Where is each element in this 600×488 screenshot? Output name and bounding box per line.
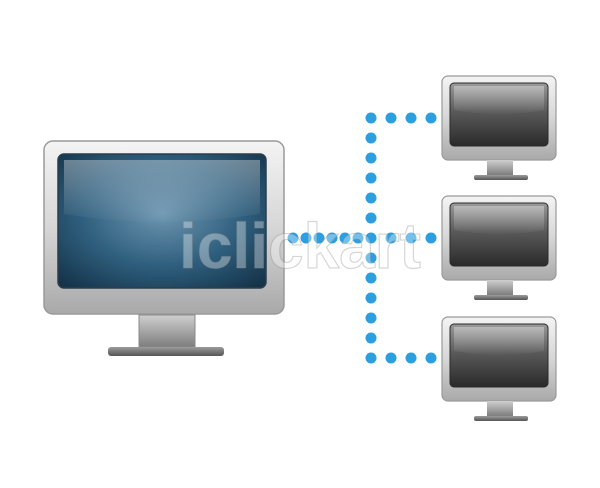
- client-monitor-2-base: [474, 295, 528, 300]
- connector-dot-17: [365, 332, 377, 344]
- connector-dot-19: [385, 112, 397, 124]
- connector-dot-25: [385, 352, 397, 364]
- connector-dot-21: [425, 112, 437, 124]
- connector-dot-4: [339, 232, 351, 244]
- connector-dot-22: [385, 232, 397, 244]
- connector-dot-1: [300, 232, 312, 244]
- client-monitor-3-neck: [487, 401, 513, 416]
- connector-dot-7: [365, 112, 377, 124]
- client-monitor-1: [441, 75, 557, 180]
- connector-lines: [287, 112, 437, 364]
- connector-dot-24: [425, 232, 437, 244]
- main-monitor-gloss: [64, 160, 260, 222]
- connector-dot-20: [405, 112, 417, 124]
- connector-dot-15: [365, 292, 377, 304]
- connector-dot-11: [365, 192, 377, 204]
- connector-dot-27: [425, 352, 437, 364]
- client-monitor-3: [441, 316, 557, 421]
- connector-dot-13: [365, 252, 377, 264]
- connector-dot-23: [405, 232, 417, 244]
- main-monitor-neck: [138, 314, 196, 348]
- main-monitor-base: [108, 347, 224, 356]
- connector-dot-18: [365, 352, 377, 364]
- connector-dot-2: [313, 232, 325, 244]
- client-monitor-2-neck: [487, 280, 513, 295]
- connector-dot-26: [405, 352, 417, 364]
- connector-dot-16: [365, 312, 377, 324]
- client-monitor-2: [441, 195, 557, 300]
- connector-dot-14: [365, 272, 377, 284]
- connector-dot-10: [365, 172, 377, 184]
- client-monitor-2-gloss: [454, 206, 544, 234]
- client-monitor-3-base: [474, 416, 528, 421]
- main-monitor: [43, 140, 285, 356]
- connector-dot-3: [326, 232, 338, 244]
- connector-dot-5: [352, 232, 364, 244]
- connector-dot-6: [365, 232, 377, 244]
- client-monitor-1-base: [474, 175, 528, 180]
- client-monitor-1-neck: [487, 160, 513, 175]
- connector-dot-9: [365, 152, 377, 164]
- connector-dot-12: [365, 212, 377, 224]
- client-monitor-3-gloss: [454, 327, 544, 355]
- connector-dot-8: [365, 132, 377, 144]
- connector-dot-0: [287, 232, 299, 244]
- client-monitor-1-gloss: [454, 86, 544, 114]
